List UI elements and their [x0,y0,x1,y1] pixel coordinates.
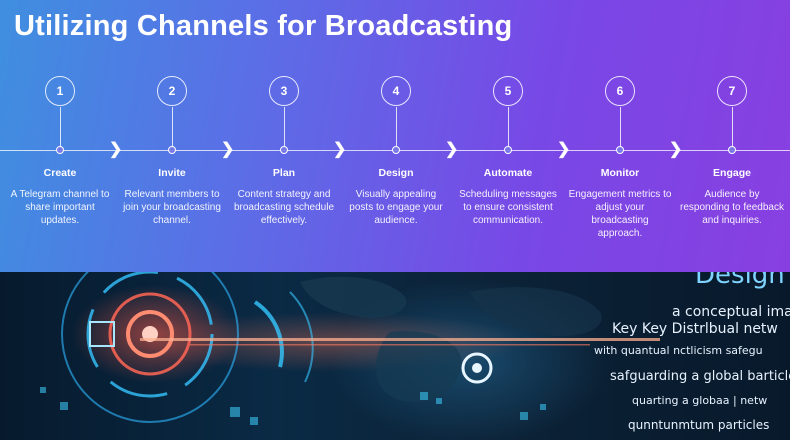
banner-text-line: Design [695,272,785,290]
step-description: Visually appealing posts to engage your … [349,189,443,226]
chevron-right-icon: ❯ [669,141,683,158]
step-stem [60,107,61,147]
step-description: Scheduling messages to ensure consistent… [459,189,557,226]
step-dot [280,146,288,154]
step-stem [396,107,397,147]
step-dot [728,146,736,154]
timeline-step-engage: 7 Engage Audience by responding to feedb… [676,0,788,270]
chevron-right-icon: ❯ [445,141,459,158]
step-description: A Telegram channel to share important up… [10,189,110,226]
step-stem [732,107,733,147]
step-stem [508,107,509,147]
step-number-badge: 2 [157,76,187,106]
timeline-step-plan: 3 Plan Content strategy and broadcasting… [228,0,340,270]
banner-text-line: qunntunmtum particles [628,418,770,432]
step-label: Plan [272,167,296,179]
chevron-right-icon: ❯ [557,141,571,158]
step-number-badge: 6 [605,76,635,106]
step-description: Audience by responding to feedback and i… [680,189,784,226]
chevron-right-icon: ❯ [109,141,123,158]
step-description: Relevant members to join your broadcasti… [123,189,221,226]
step-dot [168,146,176,154]
step-label: Invite [158,167,186,179]
timeline-step-monitor: 6 Monitor Engagement metrics to adjust y… [564,0,676,270]
step-stem [284,107,285,147]
step-number-badge: 7 [717,76,747,106]
step-description: Engagement metrics to adjust your broadc… [568,189,672,239]
step-label: Design [378,167,414,179]
timeline-step-invite: 2 Invite Relevant members to join your b… [116,0,228,270]
step-dot [616,146,624,154]
chevron-right-icon: ❯ [333,141,347,158]
timeline-step-design: 4 Design Visually appealing posts to eng… [340,0,452,270]
banner-text-line: with quantual nctlicism safegu [594,344,763,357]
step-dot [392,146,400,154]
step-label: Create [43,167,77,179]
step-number-badge: 1 [45,76,75,106]
timeline-step-create: 1 Create A Telegram channel to share imp… [4,0,116,270]
step-stem [172,107,173,147]
step-description: Content strategy and broadcasting schedu… [233,189,335,226]
banner-text-line: quarting a globaa | netw [632,394,768,407]
banner-text-line: safguarding a global barticle [610,369,790,384]
step-stem [620,107,621,147]
step-label: Automate [483,167,533,179]
hero-banner-image: Design a conceptual imag Key Key Distrlb… [0,272,790,440]
step-label: Monitor [600,167,640,179]
chevron-right-icon: ❯ [221,141,235,158]
step-number-badge: 5 [493,76,523,106]
step-dot [504,146,512,154]
step-dot [56,146,64,154]
banner-text-line: a conceptual imag [672,304,790,320]
timeline-step-automate: 5 Automate Scheduling messages to ensure… [452,0,564,270]
page-title: Utilizing Channels for Broadcasting [14,10,513,42]
banner-text-line: Key Key Distrlbual netw [612,321,778,337]
step-label: Engage [713,167,751,179]
step-number-badge: 3 [269,76,299,106]
banner-graphic [40,272,660,425]
step-number-badge: 4 [381,76,411,106]
